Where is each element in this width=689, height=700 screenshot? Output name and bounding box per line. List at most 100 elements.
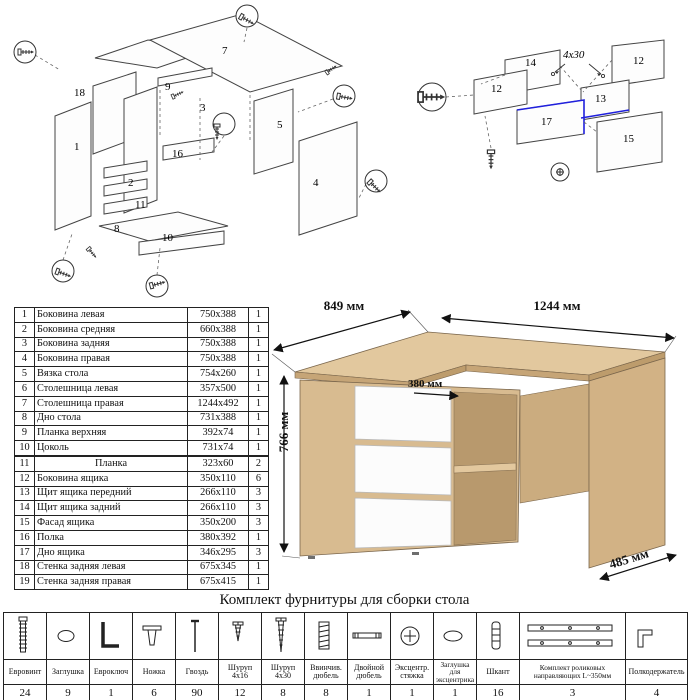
part-name-cell: Вязка стола (34, 366, 188, 382)
part-number-label: 12 (491, 83, 502, 95)
part-number-label: 17 (541, 116, 552, 128)
hardware-name-cell: Двойной дюбель (347, 659, 391, 685)
part-number-cell: 6 (14, 380, 35, 397)
part-size-cell: 350x200 (187, 515, 249, 531)
part-size-cell: 660x388 (187, 321, 249, 338)
hardware-qty-cell: 16 (476, 684, 520, 700)
part-name-cell: Цоколь (34, 440, 188, 457)
hardware-qty-cell: 8 (261, 684, 305, 700)
part-qty-cell: 1 (248, 425, 269, 442)
part-number-cell: 15 (14, 515, 35, 531)
threaded-insert-icon (318, 621, 330, 650)
part-name-cell: Дно ящика (34, 544, 188, 561)
part-size-cell: 266x110 (187, 485, 249, 502)
part-number-label: 8 (114, 223, 120, 235)
hardware-icon-cell (132, 612, 176, 660)
part-name-cell: Планка верхняя (34, 425, 188, 442)
part-number-cell: 14 (14, 500, 35, 517)
hardware-qty-cell: 9 (46, 684, 90, 700)
part-number-label: 15 (623, 133, 634, 145)
hardware-name-cell: Евроключ (89, 659, 133, 685)
hardware-icon-cell (476, 612, 520, 660)
hardware-icon-cell (625, 612, 688, 660)
screw-size-label: 4x30 (563, 49, 585, 61)
part-number-label: 14 (525, 57, 536, 69)
part-number-label: 13 (595, 93, 606, 105)
part-name-cell: Полка (34, 529, 188, 546)
hardware-name-cell: Заглушка для эксцентрика (433, 659, 477, 685)
shelf-pin-icon (637, 629, 653, 648)
part-qty-cell: 6 (248, 470, 269, 487)
part-name-cell: Столешница правая (34, 395, 188, 412)
drawer-exploded-diagram: 14 12 12 13 17 15 4x30 (405, 0, 689, 300)
hardware-icon-cell (261, 612, 305, 660)
part-number-label: 16 (172, 148, 183, 160)
hardware-qty-cell: 8 (304, 684, 348, 700)
hardware-icon-cell (3, 612, 47, 660)
part-number-cell: 1 (14, 307, 35, 323)
hardware-qty-cell: 1 (390, 684, 434, 700)
part-name-cell: Щит ящика передний (34, 485, 188, 502)
part-name-cell: Щит ящика задний (34, 500, 188, 517)
part-size-cell: 675x345 (187, 559, 249, 576)
hardware-icon-cell (390, 612, 434, 660)
hardware-qty-cell: 1 (433, 684, 477, 700)
part-qty-cell: 1 (248, 574, 269, 591)
part-size-cell: 346x295 (187, 544, 249, 561)
part-number-label: 11 (135, 199, 146, 211)
part-name-cell: Стенка задняя левая (34, 559, 188, 576)
part-number-label: 18 (74, 87, 85, 99)
part-number-cell: 7 (14, 395, 35, 412)
part-number-cell: 9 (14, 425, 35, 442)
drawer-exploded-drawing (417, 39, 665, 182)
part-number-cell: 3 (14, 336, 35, 353)
part-number-cell: 4 (14, 351, 35, 368)
hardware-name-cell: Полкодержатель (625, 659, 688, 685)
depth-left-dimension: 849 мм (323, 298, 365, 313)
hardware-icon-cell (519, 612, 626, 660)
hardware-qty-cell: 6 (132, 684, 176, 700)
part-number-cell: 10 (14, 440, 35, 457)
hardware-names-row: Евровинт Заглушка Евроключ Ножка Гвоздь … (3, 659, 688, 685)
hardware-table: Евровинт Заглушка Евроключ Ножка Гвоздь … (3, 612, 688, 700)
hardware-icon-cell (347, 612, 391, 660)
hardware-icons-row (3, 612, 688, 660)
part-number-label: 4 (313, 177, 319, 189)
part-qty-cell: 3 (248, 500, 269, 517)
part-name-cell: Стенка задняя правая (34, 574, 188, 591)
cap-icon (57, 630, 75, 642)
part-qty-cell: 1 (248, 351, 269, 368)
part-size-cell: 731x74 (187, 440, 249, 457)
part-name-cell: Планка (34, 454, 188, 472)
screw-short-icon (232, 621, 244, 642)
part-size-cell: 750x388 (187, 351, 249, 368)
part-number-label: 12 (633, 55, 644, 67)
hardware-qty-cell: 1 (89, 684, 133, 700)
part-number-label: 1 (74, 141, 80, 153)
drawer-slides-icon (527, 624, 613, 647)
part-number-label: 10 (162, 232, 173, 244)
part-name-cell: Столешница левая (34, 380, 188, 397)
wood-dowel-icon (491, 621, 501, 650)
main-exploded-drawing (13, 4, 388, 298)
hardware-kit-title: Комплект фурнитуры для сборки стола (219, 592, 470, 608)
part-number-label: 9 (165, 81, 171, 93)
part-number-cell: 19 (14, 574, 35, 591)
part-size-cell: 392x74 (187, 425, 249, 442)
part-size-cell: 323x60 (187, 454, 249, 472)
hardware-qty-cell: 3 (519, 684, 626, 700)
part-number-cell: 11 (14, 454, 35, 472)
